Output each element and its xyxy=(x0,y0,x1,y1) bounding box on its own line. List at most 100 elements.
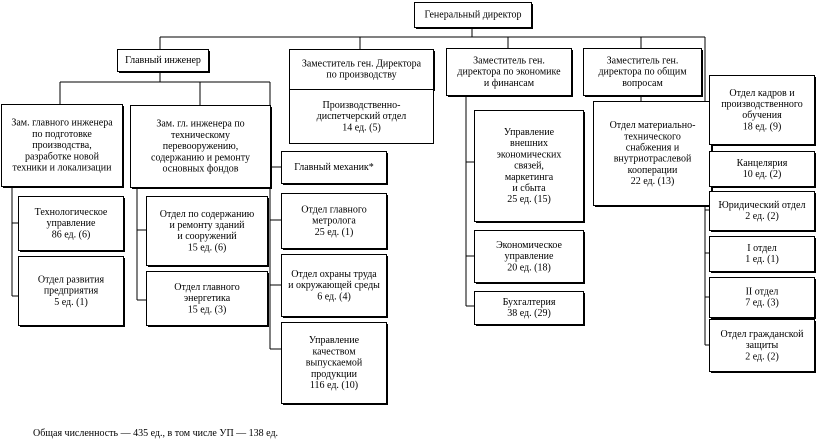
box-frame xyxy=(18,256,124,326)
unit-label-line: 2 ед. (2) xyxy=(745,351,779,362)
unit-label-line: экономических xyxy=(497,149,562,160)
box-frame xyxy=(281,151,387,184)
unit-label-line: снабжения и xyxy=(626,143,680,154)
unit-label-line: защиты xyxy=(746,340,779,351)
box-frame xyxy=(117,49,209,72)
box-frame xyxy=(709,277,815,318)
unit-label-line: 5 ед. (1) xyxy=(54,297,88,308)
org-unit-zgef: Заместитель ген.директора по экономикеи … xyxy=(446,48,573,97)
unit-label-line: 20 ед. (18) xyxy=(507,262,551,273)
unit-label-line: Заместитель ген. xyxy=(473,55,545,66)
unit-label-line: 18 ед. (9) xyxy=(743,121,782,132)
unit-label-line: управление xyxy=(505,251,555,262)
unit-label-line: Отдел материально- xyxy=(610,120,696,131)
unit-label-line: Отдел кадров и xyxy=(729,88,795,99)
box-frame xyxy=(414,2,532,28)
unit-label-line: перевооружению, xyxy=(163,141,239,152)
box-frame xyxy=(446,48,572,96)
unit-label-line: технического xyxy=(624,131,681,142)
unit-label-line: Зам. гл. инженера по xyxy=(156,119,244,130)
org-unit-gm: Главный механик* xyxy=(281,151,388,185)
unit-label-line: кооперации xyxy=(628,165,678,176)
org-unit-gi: Главный инженер xyxy=(117,49,210,73)
unit-label-line: 2 ед. (2) xyxy=(745,211,779,222)
unit-label-line: Канцелярия xyxy=(737,158,788,169)
unit-label-line: 10 ед. (2) xyxy=(743,169,782,180)
org-unit-ukvp: Управлениекачествомвыпускаемойпродукции1… xyxy=(281,322,388,405)
unit-label-line: Отдел охраны труда xyxy=(291,269,377,280)
box-frame xyxy=(146,271,268,326)
unit-label-line: 6 ед. (4) xyxy=(317,291,351,302)
total-headcount-note: Общая численность — 435 ед., в том числе… xyxy=(33,428,278,439)
unit-label-line: и ремонту зданий xyxy=(169,220,245,231)
unit-label-line: внутриотраслевой xyxy=(614,154,692,165)
org-unit-uves: Управлениевнешнихэкономическихсвязей,мар… xyxy=(474,110,585,223)
unit-label-line: Генеральный директор xyxy=(424,10,521,21)
unit-label-line: производства, xyxy=(32,140,91,151)
org-unit-zgi2: Зам. гл. инженера потехническомуперевоор… xyxy=(130,105,272,189)
unit-label-line: Управление xyxy=(309,335,360,346)
org-unit-okpo: Отдел кадров ипроизводственногообучения1… xyxy=(709,75,816,146)
unit-label-line: техники и локализации xyxy=(13,163,113,174)
unit-label-line: маркетинга xyxy=(505,172,554,183)
unit-label-line: Заместитель ген. Директора xyxy=(302,59,422,70)
box-frame xyxy=(130,105,271,188)
box-frame xyxy=(146,196,268,266)
unit-label-line: по производству xyxy=(326,70,396,81)
unit-label-line: связей, xyxy=(514,161,544,172)
unit-label-line: и окружающей среды xyxy=(288,280,380,291)
unit-label-line: Главный инженер xyxy=(125,55,201,66)
unit-label-line: Юридический отдел xyxy=(719,200,806,211)
unit-label-line: Производственно- xyxy=(323,100,401,111)
unit-label-line: энергетика xyxy=(184,293,231,304)
org-unit-gd: Генеральный директор xyxy=(414,2,533,29)
box-frame xyxy=(289,49,434,90)
box-frame xyxy=(709,319,815,372)
unit-label-line: внешних xyxy=(510,138,548,149)
unit-label-line: директора по экономике xyxy=(457,67,561,78)
unit-label-line: Отдел развития xyxy=(38,274,105,285)
unit-label-line: обучения xyxy=(742,110,782,121)
unit-label-line: содержанию и ремонту xyxy=(151,152,250,163)
unit-label-line: 22 ед. (13) xyxy=(631,176,675,187)
unit-label-line: выпускаемой xyxy=(306,358,363,369)
unit-label-line: Отдел главного xyxy=(301,204,366,215)
box-frame xyxy=(709,151,815,187)
unit-label-line: директора по общим xyxy=(598,67,687,78)
unit-label-line: Зам. главного инженера xyxy=(11,118,113,129)
unit-label-line: 15 ед. (6) xyxy=(188,242,227,253)
box-frame xyxy=(474,230,584,283)
unit-label-line: управление xyxy=(47,218,97,229)
unit-label-line: 1 ед. (1) xyxy=(745,254,779,265)
unit-label-line: и финансам xyxy=(484,78,535,89)
unit-label-line: по подготовке xyxy=(32,129,92,140)
unit-label-line: Бухгалтерия xyxy=(503,297,556,308)
box-frame xyxy=(281,254,387,317)
unit-label-line: II отдел xyxy=(746,287,779,298)
org-unit-zgov: Заместитель ген.директора по общимвопрос… xyxy=(583,48,703,97)
unit-label-line: диспетчерский отдел xyxy=(317,111,407,122)
unit-label-line: 15 ед. (3) xyxy=(188,304,227,315)
unit-label-line: Заместитель ген. xyxy=(607,55,679,66)
unit-label-line: качеством xyxy=(312,346,356,357)
unit-label-line: Отдел гражданской xyxy=(721,329,805,340)
unit-label-line: Экономическое xyxy=(496,240,562,251)
unit-label-line: и сооружений xyxy=(177,231,237,242)
box-frame xyxy=(474,291,584,325)
